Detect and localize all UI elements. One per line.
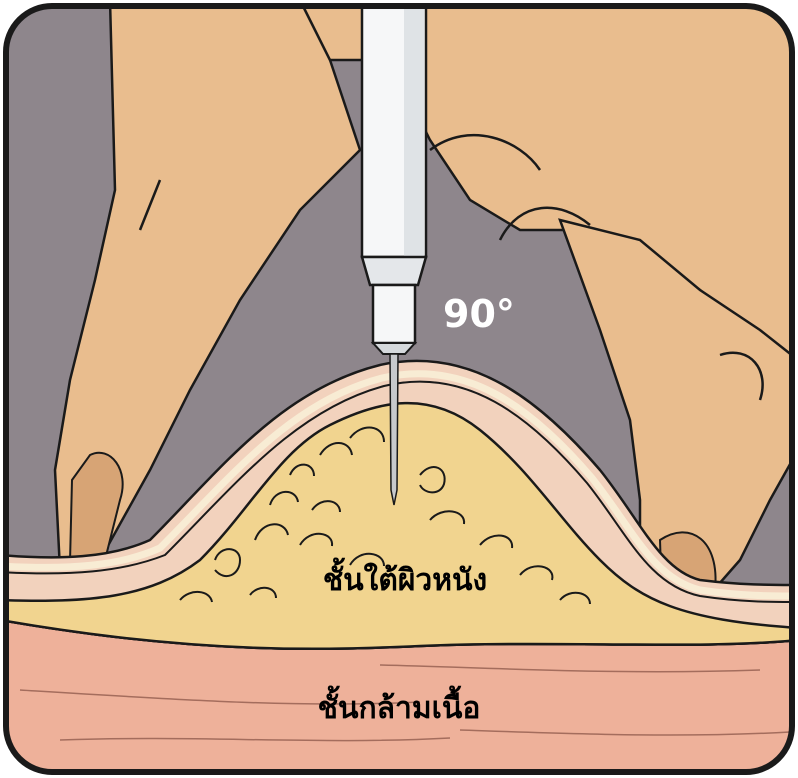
needle-hub [373, 285, 415, 343]
needle-icon [390, 354, 398, 505]
syringe-taper [362, 257, 426, 285]
angle-label: 90° [443, 292, 515, 336]
muscle-layer-label: ชั้นกล้ามเนื้อ [318, 685, 481, 726]
syringe-shade [404, 0, 424, 257]
subcutaneous-layer-label: ชั้นใต้ผิวหนัง [323, 557, 487, 598]
